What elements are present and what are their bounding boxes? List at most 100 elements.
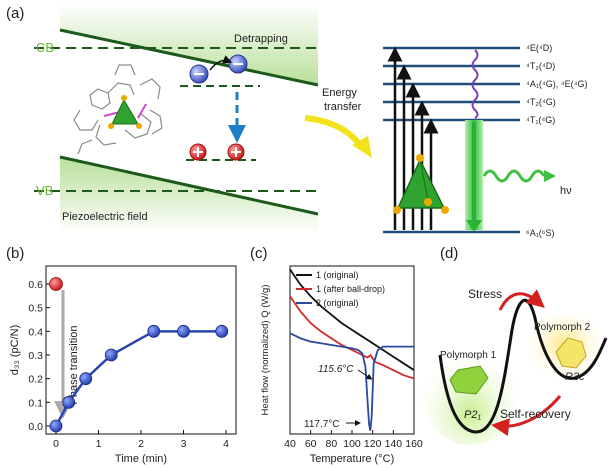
c-legend-entry: 1 (after ball-drop) (316, 284, 385, 294)
c-xtick-label: 100 (343, 438, 361, 450)
conduction-band-edge (59, 28, 319, 87)
b-data-point (215, 324, 229, 338)
b-ytick-label: 0.6 (28, 279, 43, 291)
b-xtick-label: 4 (223, 438, 229, 450)
b-ytick-label: 0.1 (28, 397, 43, 409)
mn-tetrahedron-small (111, 98, 139, 125)
vb-label: VB (36, 183, 53, 198)
panel-d: (d) Stress Self-recovery Polymorph 2 Pol… (420, 245, 608, 445)
level-label-4: ⁴T₁(⁴G) (526, 115, 555, 125)
cb-label: CB (36, 40, 54, 55)
c-legend-entry: 1 (original) (316, 270, 359, 280)
level-label-2: ⁴A₁(⁴G), ⁴E(⁴G) (526, 79, 588, 89)
c-xtick-label: 160 (405, 438, 423, 450)
tetra-atom-4 (424, 198, 432, 206)
c-xtick-label: 140 (385, 438, 403, 450)
panel-a-label: (a) (6, 5, 24, 22)
b-data-point (104, 348, 118, 362)
energy-transfer-label-1: Energy (322, 87, 357, 99)
b-data-point (49, 419, 63, 433)
tetrahedron-edge (419, 159, 429, 201)
level-label-5: ⁶A₁(⁶S) (526, 228, 554, 238)
plot-c-legend: 1 (original) 1 (after ball-drop) 2 (origin… (296, 270, 385, 308)
b-data-point (79, 372, 93, 386)
level-label-0: ⁴E(⁴D) (526, 43, 552, 53)
valence-band-edge (59, 155, 319, 216)
annotation-115-6: 115.6°C (318, 364, 354, 375)
tetra-atom-2 (393, 206, 401, 214)
b-xtick-label: 3 (181, 438, 187, 450)
plot-b-marks (49, 277, 229, 433)
plot-b-ticks: 0 1 2 3 4 0.0 0.1 0.2 0.3 0.4 0.5 0.6 (28, 279, 229, 450)
energy-transfer-arrow (304, 115, 365, 150)
c-xtick-label: 40 (284, 438, 296, 450)
b-ytick-label: 0.3 (28, 350, 43, 362)
photon-arrowhead (544, 170, 556, 182)
c-xtick-label: 120 (364, 438, 382, 450)
stress-arrow (498, 289, 545, 311)
energy-landscape (438, 298, 608, 434)
b-xtick-label: 2 (138, 438, 144, 450)
molecule-structure (73, 64, 163, 155)
panel-a: (a) CB VB Detrapping (6, 4, 588, 238)
polymorph-1-label: Polymorph 1 (440, 350, 497, 361)
hole-1-sign (193, 147, 203, 157)
c-xtick-label: 80 (325, 438, 337, 450)
polymorph-2-label: Polymorph 2 (534, 322, 591, 333)
phase-transition-label: Phase transition (68, 326, 80, 405)
c-legend-entry: 2 (original) (316, 298, 359, 308)
piezo-field-label: Piezoelectric field (62, 211, 148, 223)
emission-arrowhead (466, 220, 482, 232)
energy-transfer-arrowhead (352, 136, 372, 158)
stress-label: Stress (468, 287, 502, 301)
b-ytick-label: 0.4 (28, 326, 43, 338)
plot-b-xlabel: Time (min) (115, 453, 167, 465)
level-label-1: ⁴T₂(⁴D) (526, 61, 555, 71)
photon-wave (482, 169, 546, 183)
b-initial-point (49, 277, 63, 291)
hole-2-sign (231, 147, 241, 157)
energy-transfer-label-2: transfer (324, 101, 362, 113)
relaxation-wave (471, 49, 479, 119)
detrapping-label: Detrapping (234, 33, 288, 45)
mn-tetrahedron-large (396, 158, 446, 209)
conduction-band-region (60, 4, 318, 85)
photon-label: hν (560, 185, 572, 197)
tetra-atom-3 (441, 206, 449, 214)
molecule-bond-pink-2 (137, 103, 147, 119)
self-recovery-arrow (491, 395, 562, 437)
b-ytick-label: 0.0 (28, 421, 43, 433)
b-xtick-label: 0 (53, 438, 59, 450)
plot-c-ylabel: Heat flow (normalized) Q (W/g) (260, 285, 271, 416)
valence-band-region (60, 157, 318, 234)
space-group-1: P2₁ (464, 409, 481, 421)
plot-b-ylabel: d₃₃ (pC/N) (9, 325, 21, 376)
halide-atom-3 (136, 123, 142, 129)
b-xtick-label: 1 (96, 438, 102, 450)
crystal-1 (449, 365, 489, 395)
b-data-point (177, 324, 190, 338)
annotation-117-7: 117.7°C (304, 419, 340, 430)
c-series-line (289, 332, 414, 431)
b-ytick-label: 0.5 (28, 303, 43, 315)
halide-atom-1 (121, 95, 127, 101)
panel-c-label: (c) (250, 245, 268, 262)
plot-c-xlabel: Temperature (°C) (310, 453, 394, 465)
detrapping-arrow (209, 55, 233, 71)
panel-d-label: (d) (440, 245, 458, 262)
crystal-2 (555, 337, 587, 369)
b-data-point (62, 395, 76, 409)
space-group-2: R3c (565, 371, 585, 383)
b-ytick-label: 0.2 (28, 374, 43, 386)
c-series-line (289, 268, 415, 371)
self-recovery-label: Self-recovery (500, 407, 571, 421)
plot-c-lines (289, 268, 415, 431)
annotation-115-6-arrow (357, 369, 373, 380)
b-data-point (147, 324, 161, 338)
level-label-3: ⁴T₂(⁴G) (526, 97, 556, 107)
